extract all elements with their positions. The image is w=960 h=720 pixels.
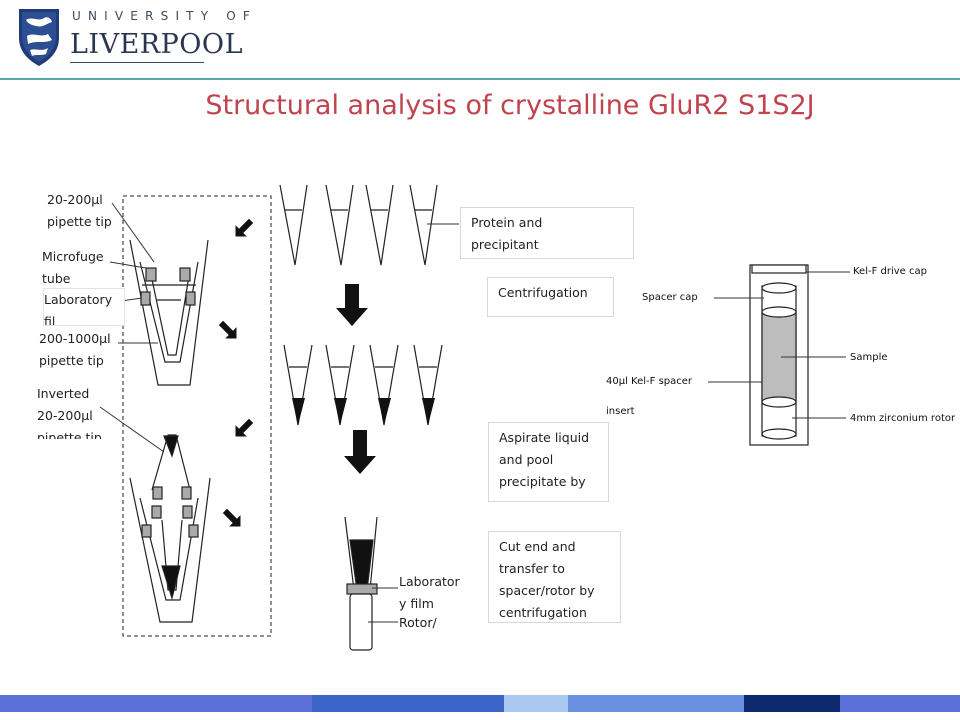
label-spacer-insert-2: insert [606, 406, 635, 417]
footer-bar-4 [568, 695, 744, 712]
label-sample: Sample [850, 352, 888, 363]
header-rule [0, 78, 960, 80]
down-arrow-icons [336, 284, 376, 474]
step-cut-end: Cut end and transfer to spacer/rotor by … [488, 531, 621, 623]
dashed-frame [122, 195, 272, 637]
assembly-bottom [129, 434, 211, 623]
label-rotor: Rotor/ [399, 615, 437, 630]
logo-liverpool: LIVERPOOL [70, 29, 243, 60]
label-tip-200-1000: 200-1000µl pipette tip [39, 331, 111, 368]
diagonal-arrow-icons [218, 218, 254, 527]
tubes-row-1 [279, 184, 438, 266]
label-spacer-cap: Spacer cap [642, 292, 698, 303]
step-protein-precipitant: Protein and precipitant [460, 207, 634, 259]
university-logo [16, 6, 216, 70]
left-leaders [99, 202, 165, 453]
footer-bar-5 [744, 695, 840, 712]
footer-bar-2 [312, 695, 504, 712]
assembly-top [129, 239, 209, 386]
label-laboratory-film-bottom: Laborator y film [399, 574, 460, 611]
logo-underline [70, 62, 204, 63]
label-drive-cap: Kel-F drive cap [853, 266, 927, 277]
step-aspirate: Aspirate liquid and pool precipitate by [488, 422, 609, 502]
page-title: Structural analysis of crystalline GluR2… [205, 90, 815, 121]
footer-bar-3 [504, 695, 568, 712]
label-spacer-insert: 40µl Kel-F spacer [606, 376, 693, 387]
label-tip-20-200: 20-200µl pipette tip [47, 192, 112, 229]
step-centrifugation: Centrifugation [487, 277, 614, 317]
bottom-leaders [368, 587, 398, 623]
label-zirconium-rotor: 4mm zirconium rotor [850, 413, 956, 424]
label-microfuge-tube: Microfuge tube [42, 249, 104, 286]
tip-into-rotor [344, 516, 378, 651]
pellets [292, 398, 435, 425]
label-laboratory-film: Laboratory fil [43, 288, 125, 326]
logo-university-of: UNIVERSITY OF [72, 9, 258, 23]
crest-shield-icon [19, 9, 59, 66]
footer-bar-6 [840, 695, 960, 712]
label-inverted-tip: Inverted 20-200µl pipette tip [37, 386, 102, 439]
rotor-leaders [708, 271, 850, 419]
tubes-row-2 [283, 344, 443, 426]
footer-bar-1 [0, 695, 312, 712]
